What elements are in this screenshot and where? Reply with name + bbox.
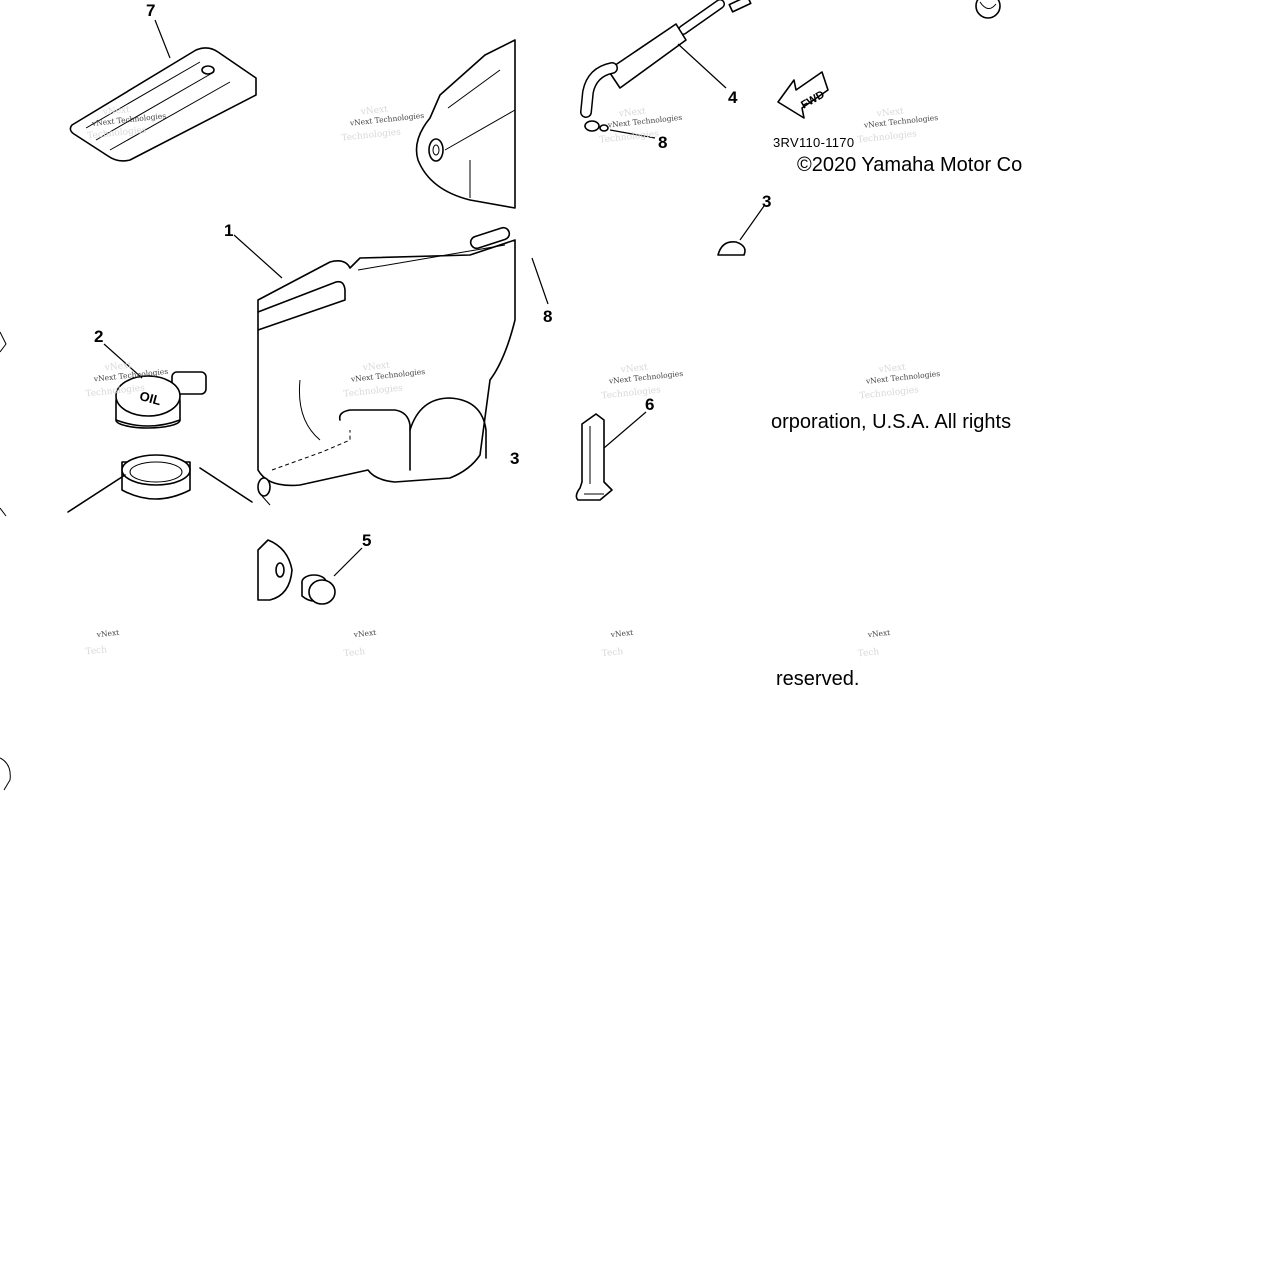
leader-4 — [677, 43, 727, 89]
svg-text:Technologies: Technologies — [341, 127, 402, 143]
svg-text:vNext: vNext — [359, 105, 388, 118]
part-3-damper — [717, 240, 746, 256]
leader-8-right — [609, 129, 656, 139]
cap-marking: OIL — [138, 388, 163, 408]
part-4-breather-hose — [580, 0, 752, 118]
svg-text:Tech: Tech — [601, 647, 624, 659]
svg-text:vNext: vNext — [352, 628, 376, 639]
fwd-arrow-icon: FWD — [777, 71, 829, 119]
svg-text:vNext: vNext — [101, 105, 130, 118]
leader-7 — [154, 19, 171, 59]
svg-text:vNext: vNext — [866, 628, 890, 639]
part-2-filler-cap: OIL — [115, 371, 207, 429]
callout-6: 6 — [645, 395, 654, 414]
tank-mount-bracket — [415, 39, 516, 209]
watermark-10: vNext Tech — [343, 628, 376, 659]
copyright-line-1: ©2020 Yamaha Motor Co — [797, 154, 1022, 176]
callout-8-center: 8 — [543, 307, 552, 326]
svg-text:vNext: vNext — [875, 107, 904, 120]
watermark-12: vNext Tech — [857, 628, 890, 659]
svg-text:Tech: Tech — [343, 647, 366, 659]
part-8-clip-left — [257, 477, 271, 506]
svg-text:vNext: vNext — [103, 361, 132, 374]
copyright-line-2: orporation, U.S.A. All rights — [771, 411, 1011, 433]
svg-text:vNext: vNext — [361, 361, 390, 374]
svg-text:Tech: Tech — [85, 645, 108, 657]
leader-3 — [739, 205, 765, 241]
callout-3-clipped: 3 — [510, 449, 519, 468]
leader-5 — [333, 547, 363, 577]
part-1-fuel-tank — [257, 226, 516, 487]
part-5-bolt — [301, 574, 336, 605]
svg-text:vNext: vNext — [617, 107, 646, 120]
callout-2: 2 — [94, 327, 103, 346]
svg-text:vNext: vNext — [877, 363, 906, 376]
watermark-9: vNext Tech — [85, 628, 120, 658]
svg-text:vNext: vNext — [609, 628, 633, 639]
callout-5: 5 — [362, 531, 371, 550]
callout-8-right: 8 — [658, 133, 667, 152]
tank-front-bracket — [257, 539, 293, 601]
part-7-pad — [69, 47, 257, 162]
callout-1: 1 — [224, 221, 233, 240]
callout-7: 7 — [146, 1, 155, 20]
grommet-top-right — [975, 0, 1001, 19]
leader-1 — [233, 234, 283, 279]
part-6-rubber-strap — [575, 413, 613, 501]
watermark-3: vNext vNext Technologies Technologies — [599, 107, 683, 146]
leader-8-center — [531, 257, 549, 305]
leader-2 — [103, 343, 143, 379]
copyright-line-3: reserved. — [776, 668, 859, 690]
svg-text:Tech: Tech — [857, 647, 880, 659]
watermark-8: vNext vNext Technologies Technologies — [859, 363, 941, 402]
svg-text:Technologies: Technologies — [599, 129, 660, 145]
watermark-4: vNext vNext Technologies Technologies — [857, 107, 939, 146]
watermark-7: vNext vNext Technologies Technologies — [601, 363, 684, 402]
watermark-2: vNext vNext Technologies Technologies — [341, 105, 425, 144]
svg-text:Technologies: Technologies — [857, 129, 918, 145]
svg-text:vNext: vNext — [95, 628, 119, 639]
callout-4: 4 — [728, 88, 738, 107]
part-8-clip-right — [584, 120, 609, 132]
left-edge-fragments — [0, 331, 11, 791]
watermark-11: vNext Tech — [601, 628, 633, 659]
svg-text:vNext: vNext — [619, 363, 648, 376]
leader-6 — [603, 411, 647, 449]
drawing-code: 3RV110-1170 — [773, 135, 854, 150]
filler-neck — [67, 454, 253, 513]
callout-3: 3 — [762, 192, 771, 211]
svg-text:Technologies: Technologies — [859, 385, 920, 401]
